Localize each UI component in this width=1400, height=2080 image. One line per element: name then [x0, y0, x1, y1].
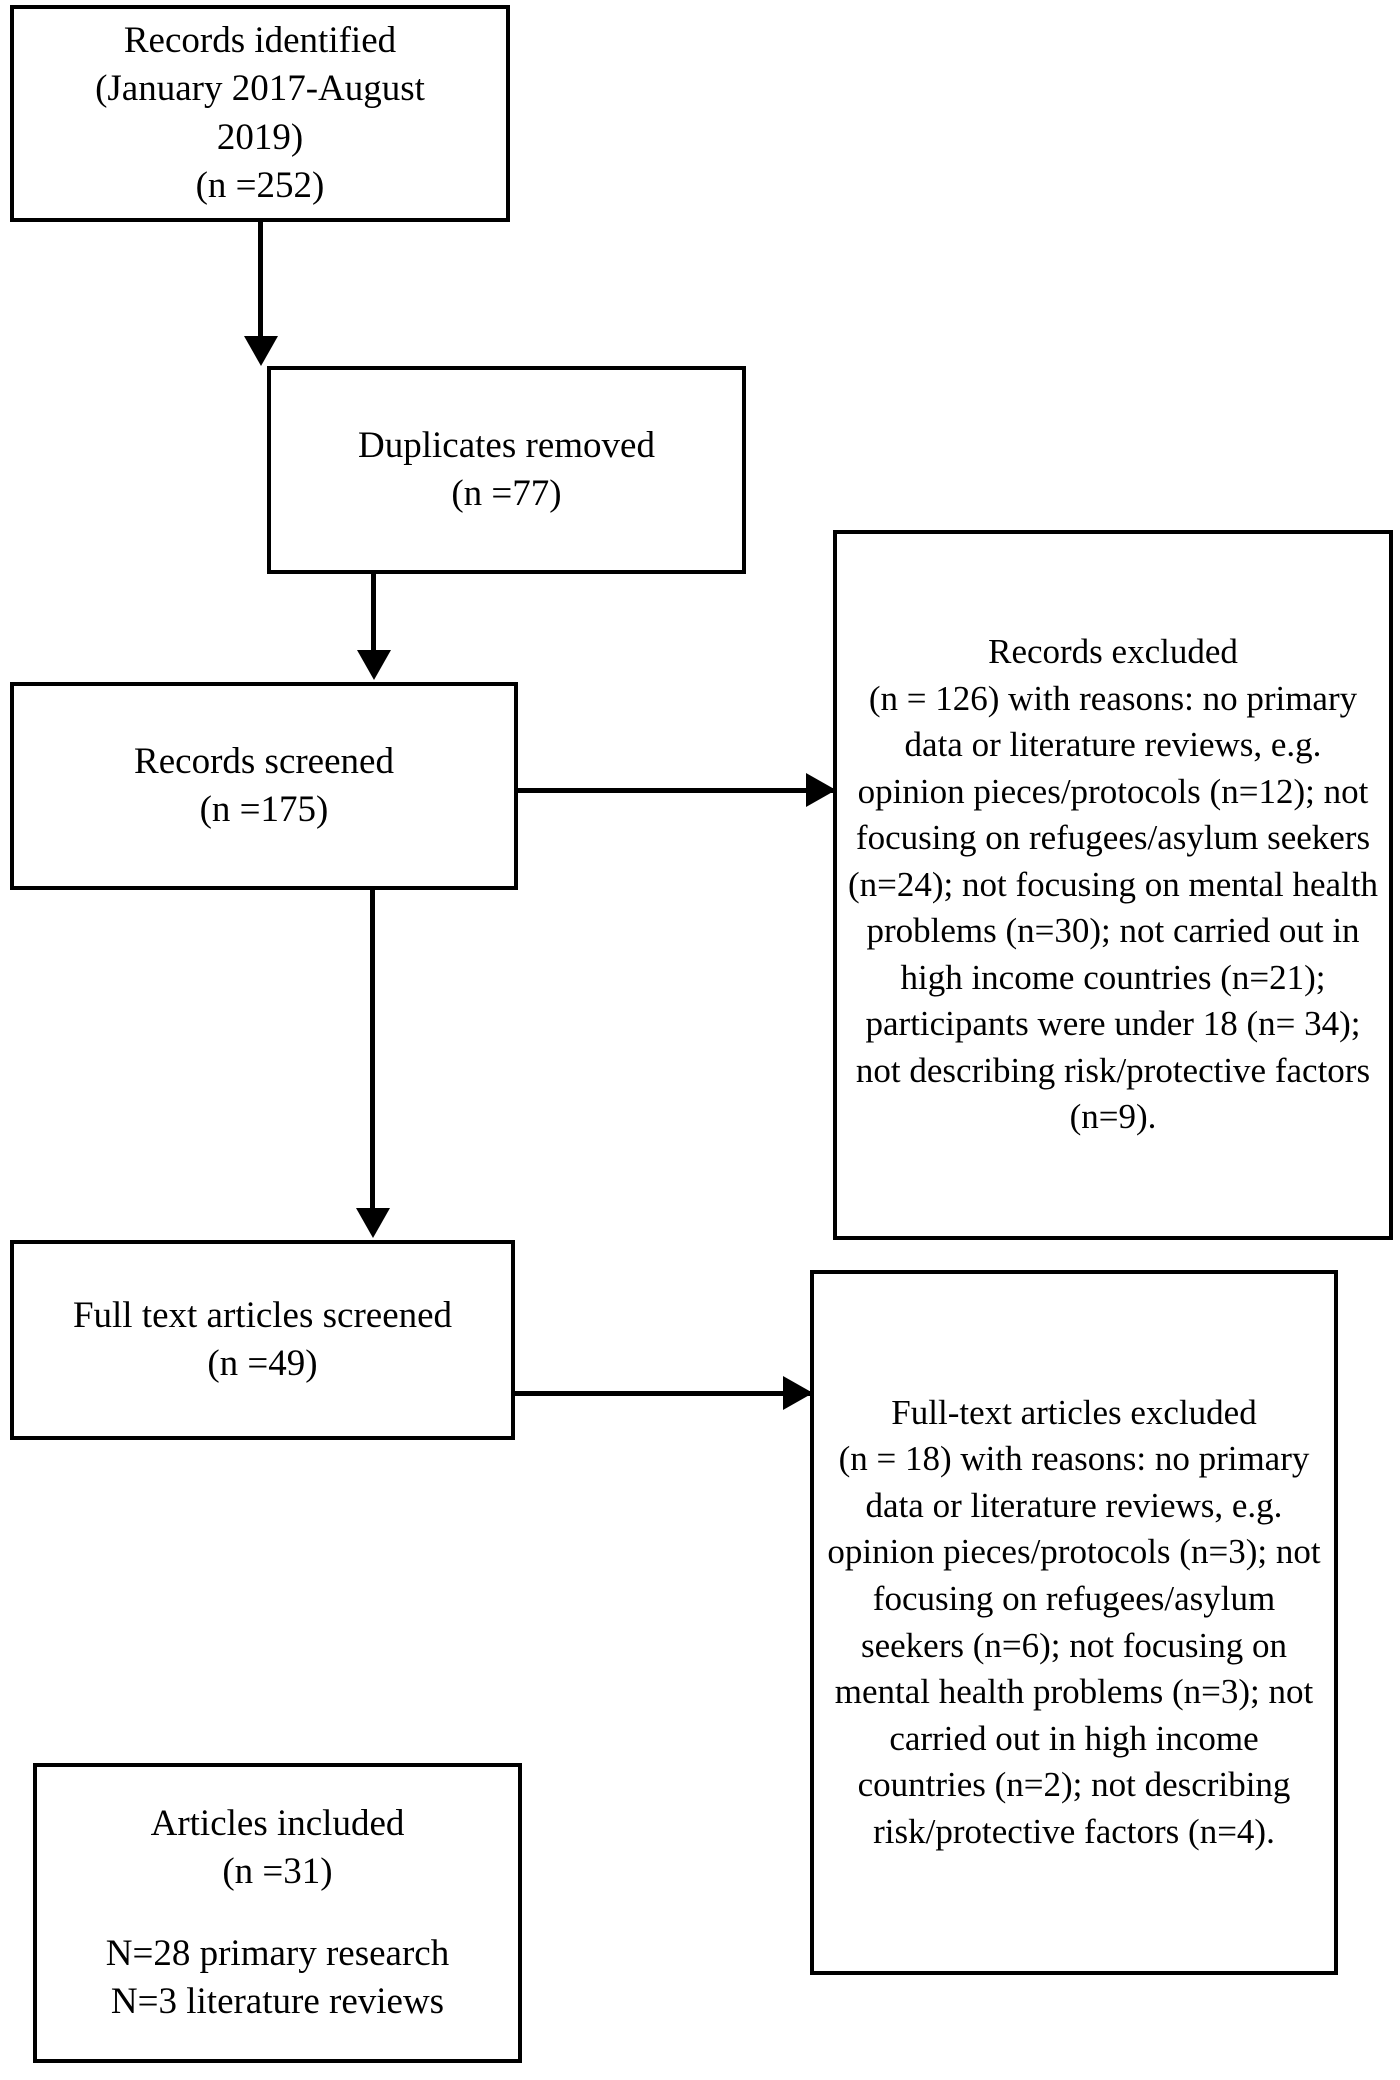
arrowhead-down-icon — [356, 1208, 390, 1238]
connector-screened-to-records-excluded — [518, 788, 840, 793]
arrowhead-down-icon — [244, 336, 278, 366]
arrowhead-right-icon — [783, 1376, 813, 1410]
node-articles-included: Articles included (n =31) N=28 primary r… — [33, 1763, 522, 2063]
node-records-excluded: Records excluded (n = 126) with reasons:… — [833, 530, 1393, 1240]
connector-identified-to-duplicates — [258, 222, 263, 342]
node-records-screened: Records screened (n =175) — [10, 682, 518, 890]
connector-fulltext-to-fulltext-excluded — [515, 1391, 817, 1396]
node-duplicates-removed: Duplicates removed (n =77) — [267, 366, 746, 574]
node-full-text-articles-screened: Full text articles screened (n =49) — [10, 1240, 515, 1440]
node-full-text-articles-excluded: Full-text articles excluded (n = 18) wit… — [810, 1270, 1338, 1975]
articles-included-title: Articles included (n =31) — [150, 1802, 405, 1892]
arrowhead-down-icon — [357, 650, 391, 680]
arrowhead-right-icon — [806, 773, 836, 807]
node-records-identified: Records identified (January 2017-August … — [10, 5, 510, 222]
connector-duplicates-to-screened — [371, 574, 376, 654]
connector-screened-to-fulltext — [370, 890, 375, 1212]
articles-included-detail: N=28 primary research N=3 literature rev… — [105, 1933, 450, 2023]
